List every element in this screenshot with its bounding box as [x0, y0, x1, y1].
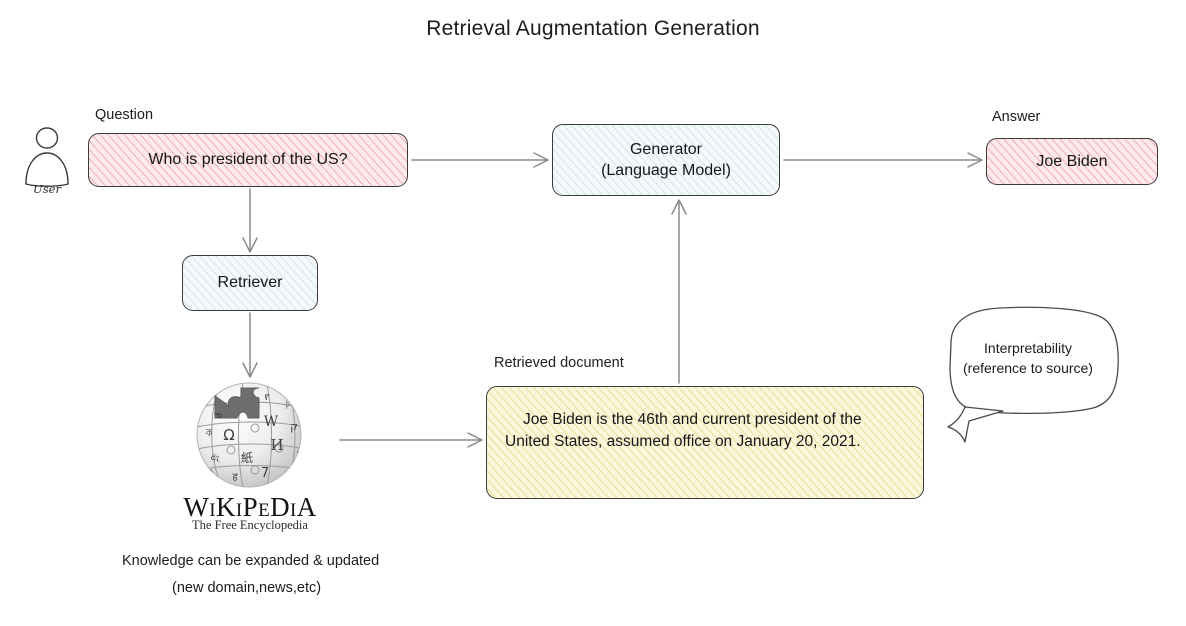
- question-text: Who is president of the US?: [148, 151, 348, 169]
- user-label: User: [33, 182, 61, 196]
- arrow-generator-to-answer: [783, 152, 983, 168]
- svg-text:И: И: [270, 436, 283, 454]
- svg-text:ඇ: ඇ: [211, 452, 220, 463]
- retrieved-document-label: Retrieved document: [494, 355, 624, 371]
- wikipedia-wordmark-text: WIKIPEDIA: [183, 492, 317, 522]
- retrieved-document-box[interactable]: Joe Biden is the 46th and current presid…: [486, 386, 924, 499]
- wikipedia-wordmark: WIKIPEDIA: [150, 494, 350, 521]
- svg-text:7: 7: [261, 466, 269, 481]
- arrow-retriever-to-wikipedia: [242, 312, 258, 378]
- page-title: Retrieval Augmentation Generation: [426, 17, 760, 40]
- generator-text: Generator (Language Model): [601, 140, 731, 179]
- user-person-icon: [25, 127, 69, 187]
- svg-text:W: W: [264, 414, 279, 430]
- svg-text:ק: ק: [290, 420, 298, 433]
- knowledge-note-line-1: Knowledge can be expanded & updated: [122, 553, 380, 569]
- wikipedia-globe-icon: Ω W И 紙 7 ק ক ඇ ह ᚦ የ ᓀ ツ ᐱ: [196, 382, 306, 488]
- svg-text:ツ: ツ: [296, 450, 306, 461]
- knowledge-note-line-2: (new domain,news,etc): [172, 580, 322, 596]
- retriever-box[interactable]: Retriever: [182, 255, 318, 311]
- wikipedia-tagline: The Free Encyclopedia: [192, 518, 308, 532]
- question-box[interactable]: Who is president of the US?: [88, 133, 408, 187]
- retriever-text: Retriever: [217, 274, 283, 292]
- svg-text:የ: የ: [265, 392, 270, 403]
- interpretability-callout-bubble: [947, 306, 1119, 443]
- svg-text:Ω: Ω: [223, 426, 234, 444]
- svg-text:ᚦ: ᚦ: [285, 400, 291, 411]
- svg-text:ᓀ: ᓀ: [214, 410, 223, 421]
- answer-box[interactable]: Joe Biden: [986, 138, 1158, 185]
- svg-text:紙: 紙: [241, 450, 253, 465]
- svg-text:ক: ক: [205, 428, 214, 439]
- svg-text:ह: ह: [232, 472, 238, 483]
- generator-box[interactable]: Generator (Language Model): [552, 124, 780, 196]
- answer-label: Answer: [992, 109, 1041, 125]
- arrow-document-to-generator: [671, 199, 687, 384]
- answer-text: Joe Biden: [1036, 152, 1108, 170]
- retrieved-document-text: Joe Biden is the 46th and current presid…: [505, 411, 862, 451]
- arrow-question-to-retriever: [242, 188, 258, 253]
- arrow-question-to-generator: [411, 152, 549, 168]
- arrow-wikipedia-to-document: [339, 432, 483, 448]
- interpretability-callout-text: Interpretability (reference to source): [963, 340, 1093, 376]
- question-label: Question: [95, 107, 154, 123]
